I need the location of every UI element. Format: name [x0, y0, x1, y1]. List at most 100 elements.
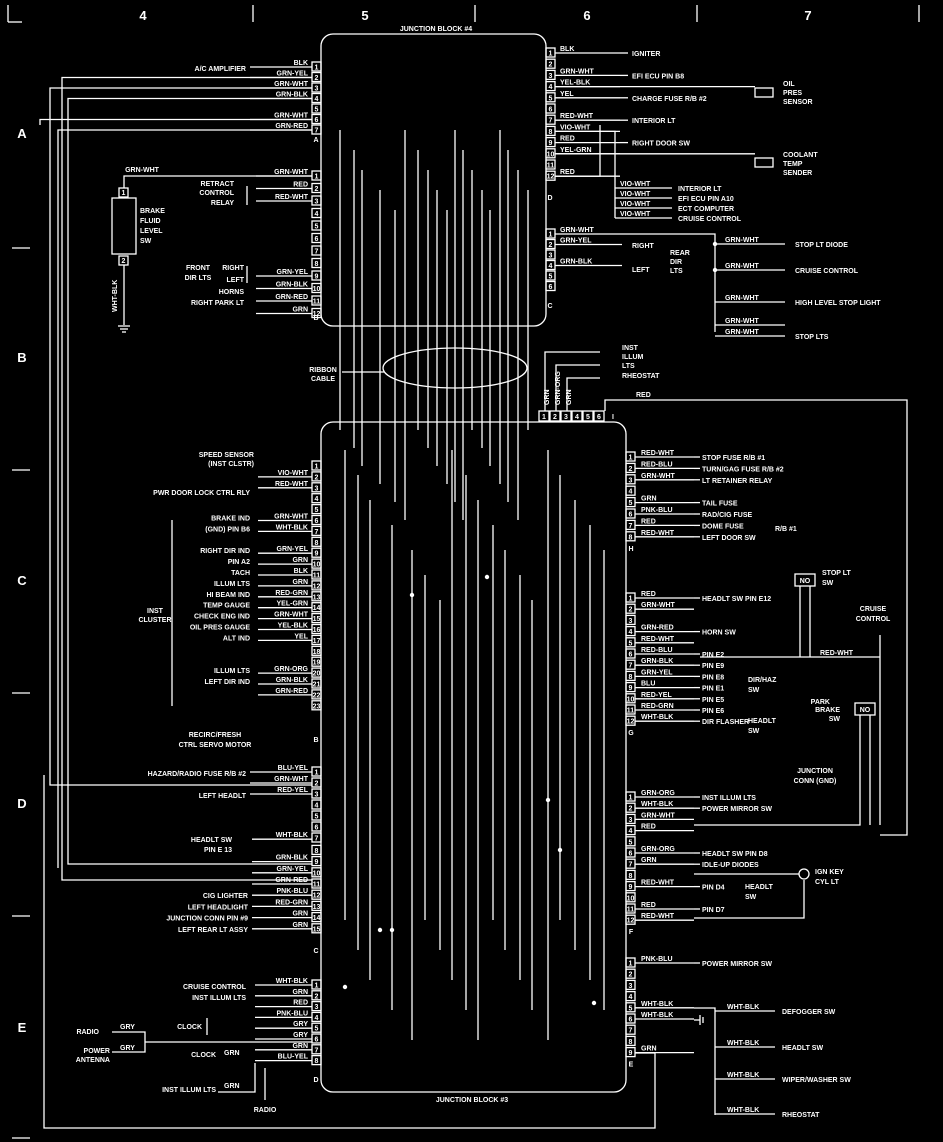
pin-number: 3 [564, 414, 568, 421]
jb4-connA-pin-number: 3 [315, 86, 319, 93]
pin-number: 8 [315, 848, 319, 855]
connector-label: BRAKE IND [211, 516, 250, 523]
connector-label: DIR FLASHER [702, 719, 749, 726]
wire-color-label: VIO-WHT [620, 211, 651, 218]
jb4-connA-pin-number: 7 [315, 128, 319, 135]
jb4-connD-pin-number: 1 [549, 51, 553, 58]
pin-number: 9 [629, 884, 633, 891]
pin-number: 4 [629, 489, 633, 496]
component-label: TEMP [783, 161, 803, 168]
top-connector-pin [560, 410, 572, 422]
pin-number: 1 [629, 961, 633, 968]
pin-number: 4 [629, 994, 633, 1001]
component-label: DIR [670, 259, 682, 266]
wire-color-label: GRN-ORG [641, 790, 675, 797]
component-label: CLUSTER [138, 617, 171, 624]
jb3-connB-pin-number: 21 [313, 682, 321, 689]
connector-letter: C [547, 303, 552, 310]
switch-label: NO [800, 578, 811, 585]
park-brake-switch [854, 702, 876, 716]
component-label: PARK [811, 699, 830, 706]
row-label: A [17, 126, 27, 141]
component-label: INST [622, 345, 639, 352]
wire-color-label: RED-WHT [641, 913, 675, 920]
wire-color-label: YEL-GRN [560, 147, 592, 154]
connector-label: PIN E 13 [204, 847, 232, 854]
coolant-temp-sender [754, 157, 774, 168]
component-label: ILLUM [622, 354, 644, 361]
splice-dot [484, 574, 490, 580]
wire-color-label: GRN [224, 1050, 240, 1057]
connector-label: HEADLT SW [191, 837, 232, 844]
wire-color-label: WHT-BLK [276, 978, 308, 985]
connector-label: INST ILLUM LTS [702, 795, 756, 802]
component-label: OIL [783, 81, 795, 88]
ribbon-label: RIBBON [309, 367, 337, 374]
jb4-connC-pin-number: 2 [549, 242, 553, 249]
wire-color-label: GRN [641, 496, 657, 503]
connector-label: ILLUM LTS [214, 581, 250, 588]
wire-color-label: GRY [293, 1021, 308, 1028]
connector-label: POWER MIRROR SW [702, 806, 772, 813]
jb4-connB-pin-number: 11 [313, 299, 321, 306]
component-label: INST ILLUM LTS [162, 1087, 216, 1094]
connector-label: PIN A2 [228, 559, 250, 566]
jb4-connC-pin-number: 1 [549, 232, 553, 239]
connector-label: FRONT [186, 265, 211, 272]
pin-number: 3 [629, 618, 633, 625]
switch-label: NO [860, 707, 871, 714]
connector-label: RHEOSTAT [782, 1112, 820, 1119]
wire-color-label: GRN-WHT [725, 237, 760, 244]
pin-number: 5 [629, 500, 633, 507]
component-label: STOP LT [822, 570, 852, 577]
column-label: 4 [139, 8, 147, 23]
wire-color-label: RED-YEL [641, 692, 672, 699]
wire-color-label: GRN [292, 307, 308, 314]
wire-color-label: GRN-YEL [641, 669, 673, 676]
connector-label: CRUISE CONTROL [678, 216, 742, 223]
component-label: SW [748, 728, 760, 735]
pin-number: 3 [629, 983, 633, 990]
wire-color-label: WHT-BLK [641, 1001, 673, 1008]
wire-color-label: GRN-WHT [274, 776, 309, 783]
pin-number: 4 [575, 414, 579, 421]
feeder-wire [49, 87, 312, 786]
pin-number: 1 [629, 455, 633, 462]
pin-number: 10 [313, 870, 321, 877]
connector-label: DIR LTS [185, 275, 212, 282]
connector-label: TURN/GAG FUSE R/B #2 [702, 466, 784, 473]
connector-label: A/C AMPLIFIER [195, 66, 246, 73]
wire-color-label: PNK-BLU [641, 956, 673, 963]
pin-number: 14 [313, 915, 321, 922]
component-label: RADIO [254, 1107, 277, 1114]
wire-color-label: RED-WHT [641, 450, 675, 457]
pin-number: 2 [629, 806, 633, 813]
connector-label: OIL PRES GAUGE [190, 625, 250, 632]
connector-label: HI BEAM IND [206, 592, 250, 599]
jb3-right-pin [625, 836, 636, 847]
jb3-connX-pin-number: 6 [315, 825, 319, 832]
pin-number: 8 [629, 674, 633, 681]
jb4-connC-pin [545, 270, 556, 281]
red-wire [604, 399, 908, 836]
component-label: INST [147, 608, 164, 615]
jb3-title: JUNCTION BLOCK #3 [436, 1097, 508, 1104]
wire-color-label: RED [293, 1000, 308, 1007]
pin-number: 1 [542, 414, 546, 421]
wire-color-label: RED-BLU [641, 461, 673, 468]
wire-color-label: RED-WHT [641, 530, 675, 537]
pin-number: 11 [627, 907, 635, 914]
wire-color-label: VIO-WHT [560, 124, 591, 131]
connector-label: CRUISE CONTROL [795, 268, 859, 275]
connector-letter: G [628, 730, 634, 737]
connector-label: CIG LIGHTER [203, 893, 248, 900]
component-label: BRAKE [815, 707, 840, 714]
park-wire [694, 715, 861, 826]
pin-number: 10 [627, 696, 635, 703]
wire-color-label: RED [641, 902, 656, 909]
jb3-connX-pin-number: 7 [315, 836, 319, 843]
wire-color-label: GRN-BLK [276, 677, 308, 684]
ribbon-label: CABLE [311, 376, 335, 383]
pin-number: 6 [629, 652, 633, 659]
connector-label: SPEED SENSOR [199, 452, 254, 459]
